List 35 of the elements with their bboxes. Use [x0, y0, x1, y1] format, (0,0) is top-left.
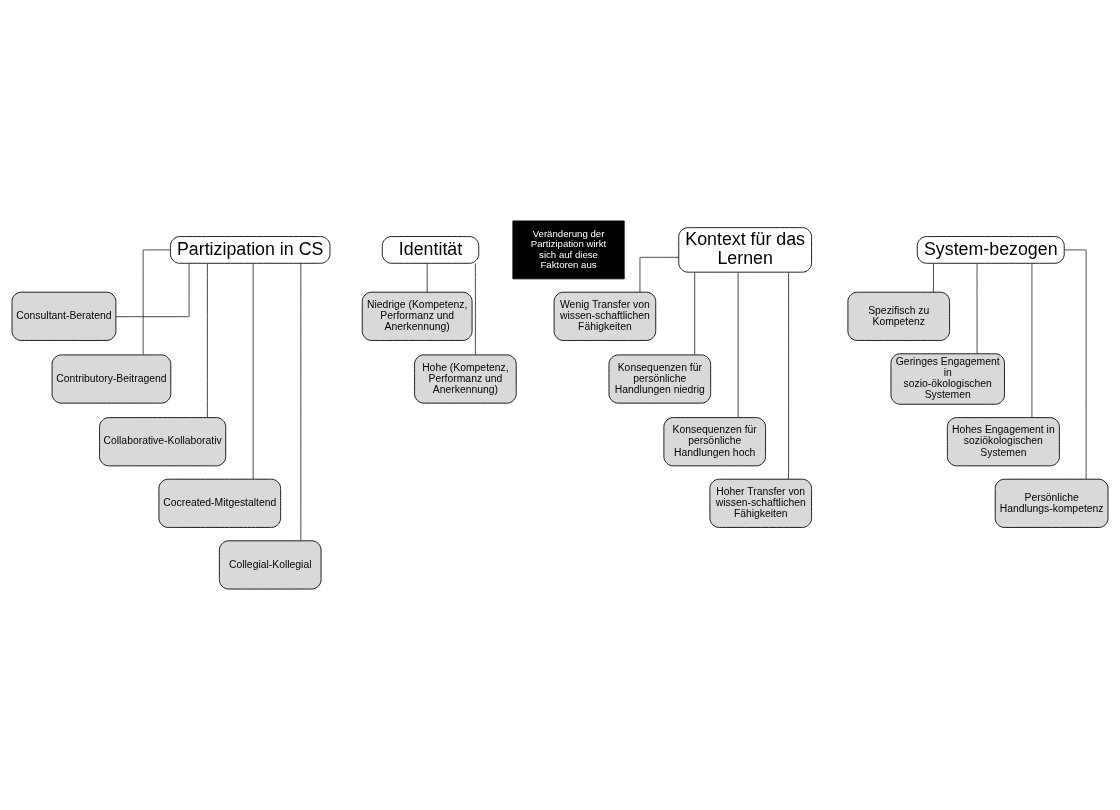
- connector: [694, 271, 696, 356]
- node-box: Hohe (Kompetenz, Performanz und Anerkennung): [414, 354, 517, 404]
- node-box: Kontext für das Lernen: [678, 227, 812, 273]
- connector: [639, 256, 679, 293]
- connector: [474, 263, 476, 356]
- node-box: Hohes Engagement in soziökologischen Systemen: [946, 417, 1060, 467]
- connector: [115, 262, 190, 318]
- connector: [976, 263, 978, 355]
- node-box: Konsequenzen für persönliche Handlungen hoch: [663, 417, 766, 467]
- node-box: Collaborative-Kollaborativ: [99, 417, 227, 467]
- connector: [142, 249, 171, 356]
- node-box: Geringes Engagement in sozio-ökologischen Systemen: [890, 353, 1005, 405]
- node-box: Identität: [381, 236, 480, 264]
- node-box: Consultant-Beratend: [11, 291, 117, 341]
- node-box: Spezifisch zu Kompetenz: [847, 291, 951, 341]
- connector: [426, 262, 428, 293]
- connector: [206, 262, 208, 418]
- node-box: Cocreated-Mitgestaltend: [158, 478, 282, 528]
- node-box: Konsequenzen für persönliche Handlungen niedrig: [608, 354, 712, 404]
- connector: [737, 271, 739, 418]
- node-box: Contributory-Beitragend: [51, 354, 172, 404]
- node-box: Wenig Transfer von wissen-schaftlichen Fähigkeiten: [553, 291, 657, 341]
- connector: [252, 263, 254, 480]
- connector: [933, 262, 934, 293]
- connector: [1063, 249, 1087, 480]
- node-box: Hoher Transfer von wissen-schaftlichen Fähigkeiten: [709, 478, 812, 528]
- node-box: Collegial-Kollegial: [218, 540, 322, 590]
- node-box: Veränderung der Partizipation wirkt sich auf diese Faktoren aus: [512, 220, 625, 280]
- node-box: System-bezogen: [916, 236, 1065, 264]
- connector: [788, 271, 789, 480]
- connector: [1031, 262, 1033, 418]
- node-box: Partizipation in CS: [169, 236, 331, 264]
- node-box: Niedrige (Kompetenz, Performanz und Anerkennung): [361, 291, 473, 341]
- connector: [300, 263, 302, 542]
- node-box: Persönliche Handlungs-kompetenz: [994, 478, 1109, 528]
